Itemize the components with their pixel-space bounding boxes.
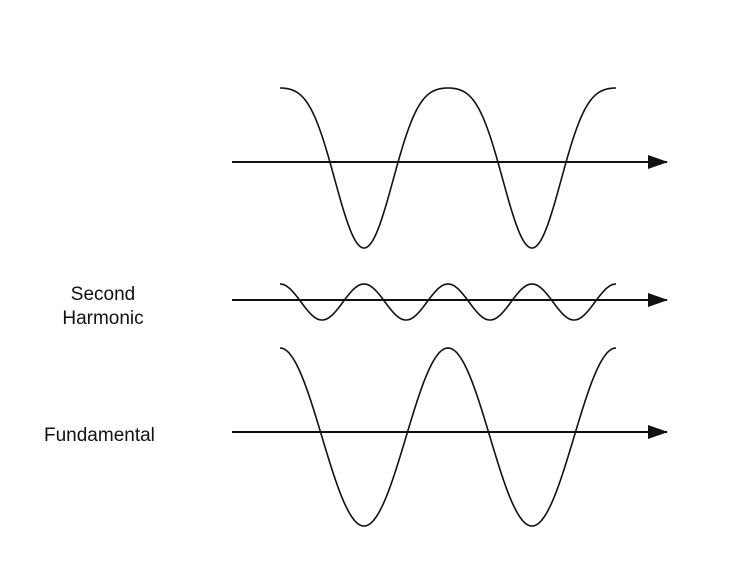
fundamental-group xyxy=(232,347,668,527)
fundamental-label: Fundamental xyxy=(44,425,155,446)
second-harmonic-label-line2: Harmonic xyxy=(62,308,144,329)
second-harmonic-wave xyxy=(279,283,617,321)
combined-wave-group xyxy=(232,87,668,249)
fundamental-wave xyxy=(279,347,617,527)
second-harmonic-label-line1: Second xyxy=(70,284,136,305)
combined-wave xyxy=(279,87,617,249)
second-harmonic-group xyxy=(232,283,668,321)
second-harmonic-label: Second Harmonic xyxy=(38,283,168,331)
